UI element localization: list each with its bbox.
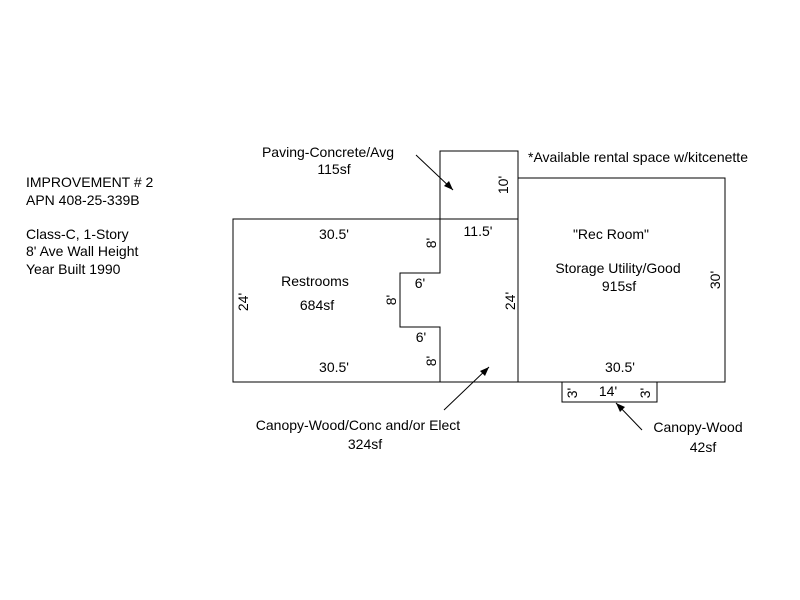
- canopy-conc-area: 324sf: [348, 436, 382, 452]
- small-canopy-outline: [561, 381, 658, 403]
- dim-notch-vertical: 8': [383, 295, 399, 305]
- leader-lines: [415, 154, 643, 431]
- building-class: Class-C, 1-Story: [26, 226, 129, 242]
- canopy-wood-area: 42sf: [690, 439, 717, 455]
- dim-paving-height: 10': [495, 176, 511, 194]
- room-labels: Restrooms 684sf "Rec Room" Storage Utili…: [281, 226, 680, 313]
- rec-room-name: "Rec Room": [573, 226, 649, 242]
- paving-area: 115sf: [317, 161, 350, 177]
- callouts: Paving-Concrete/Avg 115sf *Available ren…: [256, 144, 748, 455]
- improvement-info: IMPROVEMENT # 2 APN 408-25-339B Class-C,…: [26, 174, 154, 277]
- paving-label: Paving-Concrete/Avg: [262, 144, 394, 160]
- canopy-conc-arrowhead: [480, 367, 489, 376]
- improvement-title: IMPROVEMENT # 2: [26, 174, 154, 190]
- storage-area: 915sf: [602, 278, 636, 294]
- dim-notch-bottom-horizontal: 6': [416, 329, 426, 345]
- canopy-wood-label: Canopy-Wood: [653, 419, 742, 435]
- wall-height: 8' Ave Wall Height: [26, 243, 139, 259]
- dim-restrooms-left: 24': [235, 293, 251, 311]
- canopy-wood-arrowhead: [616, 403, 625, 412]
- dim-restrooms-top: 30.5': [319, 226, 349, 242]
- dim-canopy-height: 24': [502, 292, 518, 310]
- apn-number: APN 408-25-339B: [26, 192, 140, 208]
- dim-notch-top-vertical: 8': [423, 238, 439, 248]
- dim-small-canopy-left: 3': [564, 388, 580, 398]
- paving-arrowhead: [444, 181, 453, 190]
- dim-restrooms-bottom: 30.5': [319, 359, 349, 375]
- dim-notch-bottom-vertical: 8': [423, 356, 439, 366]
- dim-notch-top-horizontal: 6': [415, 275, 425, 291]
- canopy-conc-leader: [443, 366, 490, 411]
- canopy-conc-label: Canopy-Wood/Conc and/or Elect: [256, 417, 461, 433]
- dim-paving-width: 11.5': [464, 223, 493, 239]
- dim-storage-right: 30': [707, 271, 723, 289]
- storage-name: Storage Utility/Good: [555, 260, 680, 276]
- year-built: Year Built 1990: [26, 261, 121, 277]
- dim-storage-bottom: 30.5': [605, 359, 635, 375]
- rental-note: *Available rental space w/kitcenette: [528, 149, 748, 165]
- restrooms-outline: [232, 218, 441, 383]
- restrooms-name: Restrooms: [281, 273, 349, 289]
- dim-small-canopy-width: 14': [599, 383, 617, 399]
- restrooms-area: 684sf: [300, 297, 334, 313]
- dim-small-canopy-right: 3': [637, 388, 653, 398]
- dimension-labels: 30.5' 30.5' 6' 6' 11.5' 30.5' 14' 24' 8'…: [235, 176, 723, 399]
